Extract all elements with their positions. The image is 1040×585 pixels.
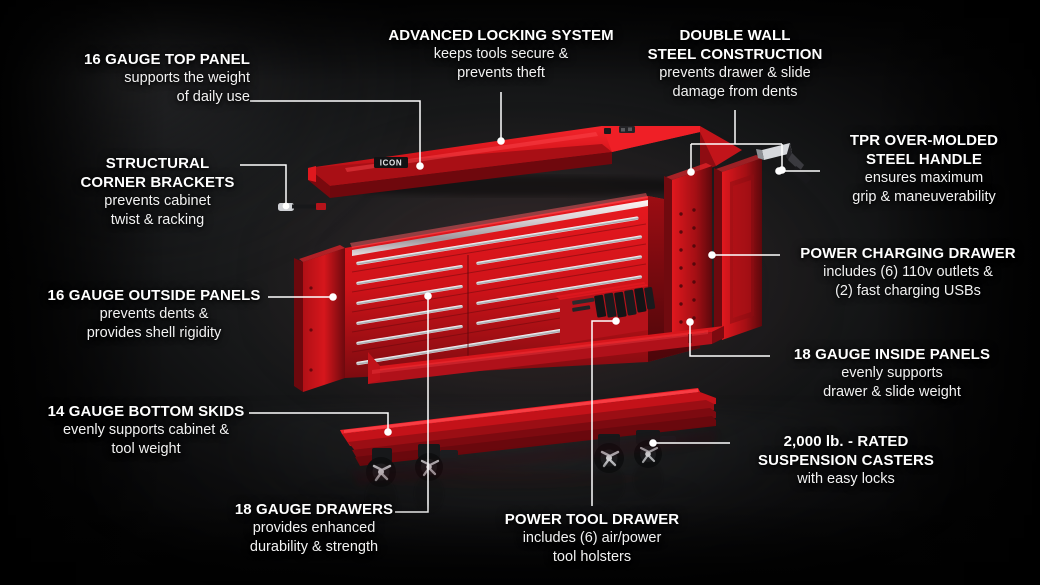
callout-inside-panels: 18 GAUGE INSIDE PANELS evenly supports d… (780, 345, 1004, 402)
callout-locking-system: ADVANCED LOCKING SYSTEM keeps tools secu… (371, 26, 631, 83)
callout-body-line: damage from dents (672, 84, 798, 100)
callout-body-line: provides enhanced (252, 520, 376, 536)
callout-headline: 16 GAUGE OUTSIDE PANELS (47, 287, 261, 304)
callout-drawers: 18 GAUGE DRAWERS provides enhanced durab… (232, 500, 396, 557)
callout-headline: 18 GAUGE INSIDE PANELS (793, 346, 991, 363)
callout-body-line: ensures maximum (864, 170, 984, 186)
callout-suspension-casters: 2,000 lb. - RATED SUSPENSION CASTERS wit… (734, 432, 958, 489)
callout-headline: CORNER BRACKETS (80, 174, 235, 191)
callout-body-line: durability & strength (249, 539, 379, 555)
callout-body-line: prevents theft (457, 65, 545, 81)
svg-text:ICON: ICON (380, 159, 402, 168)
callout-headline: STEEL CONSTRUCTION (647, 46, 823, 63)
inside-panel-part (664, 163, 712, 344)
callout-headline: 2,000 lb. - RATED (783, 433, 909, 450)
callout-headline: 16 GAUGE TOP PANEL (83, 51, 250, 68)
callout-body-line: prevents cabinet (104, 193, 211, 209)
callout-body-line: includes (6) air/power (522, 530, 662, 546)
callout-top-panel: 16 GAUGE TOP PANEL supports the weight o… (60, 50, 250, 107)
callout-headline: STEEL HANDLE (866, 151, 982, 168)
callout-body-line: twist & racking (110, 212, 205, 228)
callout-headline: POWER CHARGING DRAWER (800, 245, 1016, 262)
callout-body-line: grip & maneuverability (852, 189, 996, 205)
callout-bottom-skids: 14 GAUGE BOTTOM SKIDS evenly supports ca… (42, 402, 250, 459)
callout-body-line: (2) fast charging USBs (835, 283, 981, 299)
callout-body-line: of daily use (176, 89, 250, 105)
callout-headline: 14 GAUGE BOTTOM SKIDS (47, 403, 245, 420)
callout-outside-panels: 16 GAUGE OUTSIDE PANELS prevents dents &… (40, 286, 268, 343)
callout-corner-brackets: STRUCTURAL CORNER BRACKETS prevents cabi… (75, 154, 240, 230)
brand-logo-badge: ICON (374, 157, 408, 168)
callout-body-line: drawer & slide weight (823, 384, 961, 400)
callout-headline: TPR OVER-MOLDED (849, 132, 999, 149)
callout-headline: STRUCTURAL (105, 155, 210, 172)
callout-body-line: tool holsters (552, 549, 632, 565)
callout-body-line: tool weight (111, 441, 181, 457)
callout-double-wall: DOUBLE WALL STEEL CONSTRUCTION prevents … (625, 26, 845, 102)
callout-body-line: with easy locks (797, 471, 895, 487)
callout-headline: 18 GAUGE DRAWERS (234, 501, 394, 518)
callout-body-line: supports the weight (124, 70, 250, 86)
callout-headline: SUSPENSION CASTERS (758, 452, 934, 469)
callout-body-line: includes (6) 110v outlets & (823, 264, 993, 280)
callout-body-line: evenly supports cabinet & (62, 422, 230, 438)
callout-headline: POWER TOOL DRAWER (504, 511, 680, 528)
callout-body-line: provides shell rigidity (86, 325, 222, 341)
callout-body-line: keeps tools secure & (433, 46, 569, 62)
outside-panel-part (714, 155, 762, 340)
corner-bracket-pin (278, 203, 326, 211)
callout-body-line: evenly supports (841, 365, 943, 381)
callout-body-line: prevents dents & (99, 306, 209, 322)
callout-headline: DOUBLE WALL (679, 27, 791, 44)
tpr-handle-part (756, 143, 812, 184)
callout-body-line: prevents drawer & slide (659, 65, 811, 81)
callout-power-tool-drawer: POWER TOOL DRAWER includes (6) air/power… (483, 510, 701, 567)
callout-power-charging-drawer: POWER CHARGING DRAWER includes (6) 110v … (790, 244, 1026, 301)
callout-headline: ADVANCED LOCKING SYSTEM (388, 27, 614, 44)
callout-tpr-handle: TPR OVER-MOLDED STEEL HANDLE ensures max… (824, 131, 1024, 207)
